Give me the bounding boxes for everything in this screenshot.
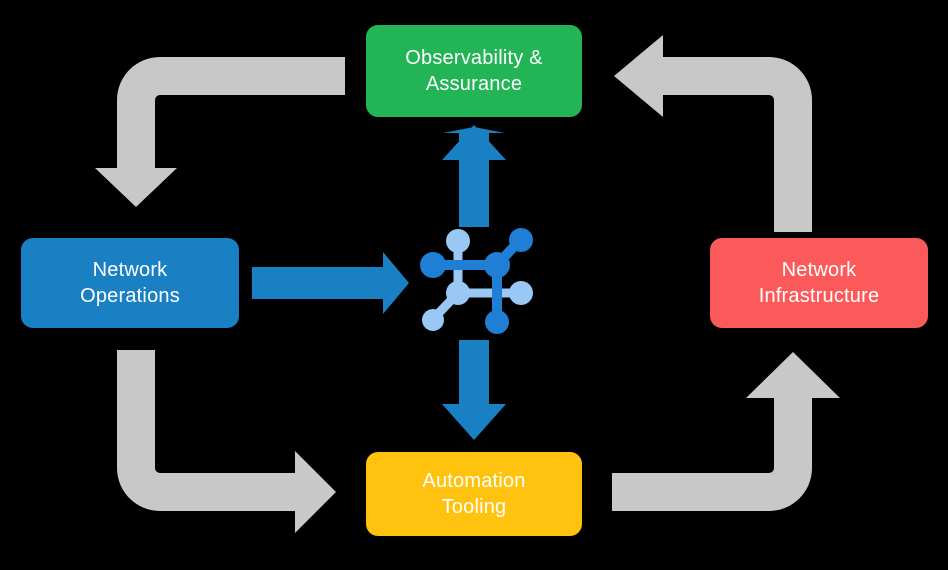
icon-node-mid-left-junction [446, 281, 470, 305]
icon-node-center-junction [484, 252, 510, 278]
icon-node-top-right [509, 228, 533, 252]
icon-node-bottom-center [485, 310, 509, 334]
network-topology-icon [420, 228, 533, 334]
connector-automation-to-infrastructure [612, 352, 840, 511]
connector-center-to-automation-shaft [459, 340, 489, 406]
node-automation-tooling[interactable]: Automation Tooling [366, 452, 582, 536]
node-network-operations[interactable]: Network Operations [21, 238, 239, 328]
connector-center-to-observability-shaft [459, 155, 489, 227]
connector-center-to-automation-head [442, 404, 506, 440]
connector-center-to-observability [443, 127, 505, 222]
connector-observability-to-operations [95, 57, 345, 207]
connector-operations-to-center [252, 252, 409, 314]
connector-center-to-observability-head [442, 125, 506, 160]
node-network-infrastructure[interactable]: Network Infrastructure [710, 238, 928, 328]
icon-node-mid-right [509, 281, 533, 305]
icon-node-bottom-left [422, 309, 444, 331]
icon-node-top-left [446, 229, 470, 253]
node-observability-assurance[interactable]: Observability & Assurance [366, 25, 582, 117]
connector-operations-to-automation [117, 350, 336, 533]
connector-infrastructure-to-observability [614, 35, 812, 232]
icon-node-left [420, 252, 446, 278]
